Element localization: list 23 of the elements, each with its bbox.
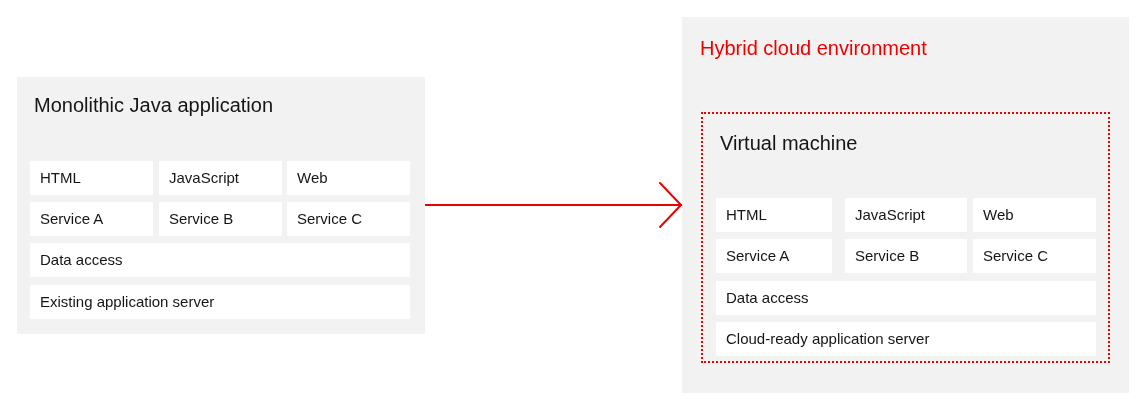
layer-block: JavaScript	[845, 198, 967, 232]
layer-block: Existing application server	[30, 285, 410, 319]
layer-block: Service C	[287, 202, 410, 236]
layer-block: Web	[287, 161, 410, 195]
group-title: Virtual machine	[720, 131, 858, 155]
layer-block: Service B	[159, 202, 282, 236]
group-panel	[17, 77, 425, 334]
layer-block: Web	[973, 198, 1096, 232]
layer-block: Service A	[716, 239, 832, 273]
layer-block: Service C	[973, 239, 1096, 273]
layer-block: Service A	[30, 202, 153, 236]
group-title: Hybrid cloud environment	[700, 36, 927, 60]
group-panel	[682, 17, 1129, 393]
layer-block: HTML	[716, 198, 832, 232]
layer-block: Data access	[716, 281, 1096, 315]
layer-block: HTML	[30, 161, 153, 195]
group-title: Monolithic Java application	[34, 93, 274, 117]
layer-block: Service B	[845, 239, 967, 273]
dotted-frame	[701, 112, 1110, 363]
layer-block: Cloud-ready application server	[716, 322, 1096, 356]
layer-block: Data access	[30, 243, 410, 277]
layer-block: JavaScript	[159, 161, 282, 195]
arrow	[424, 182, 683, 228]
